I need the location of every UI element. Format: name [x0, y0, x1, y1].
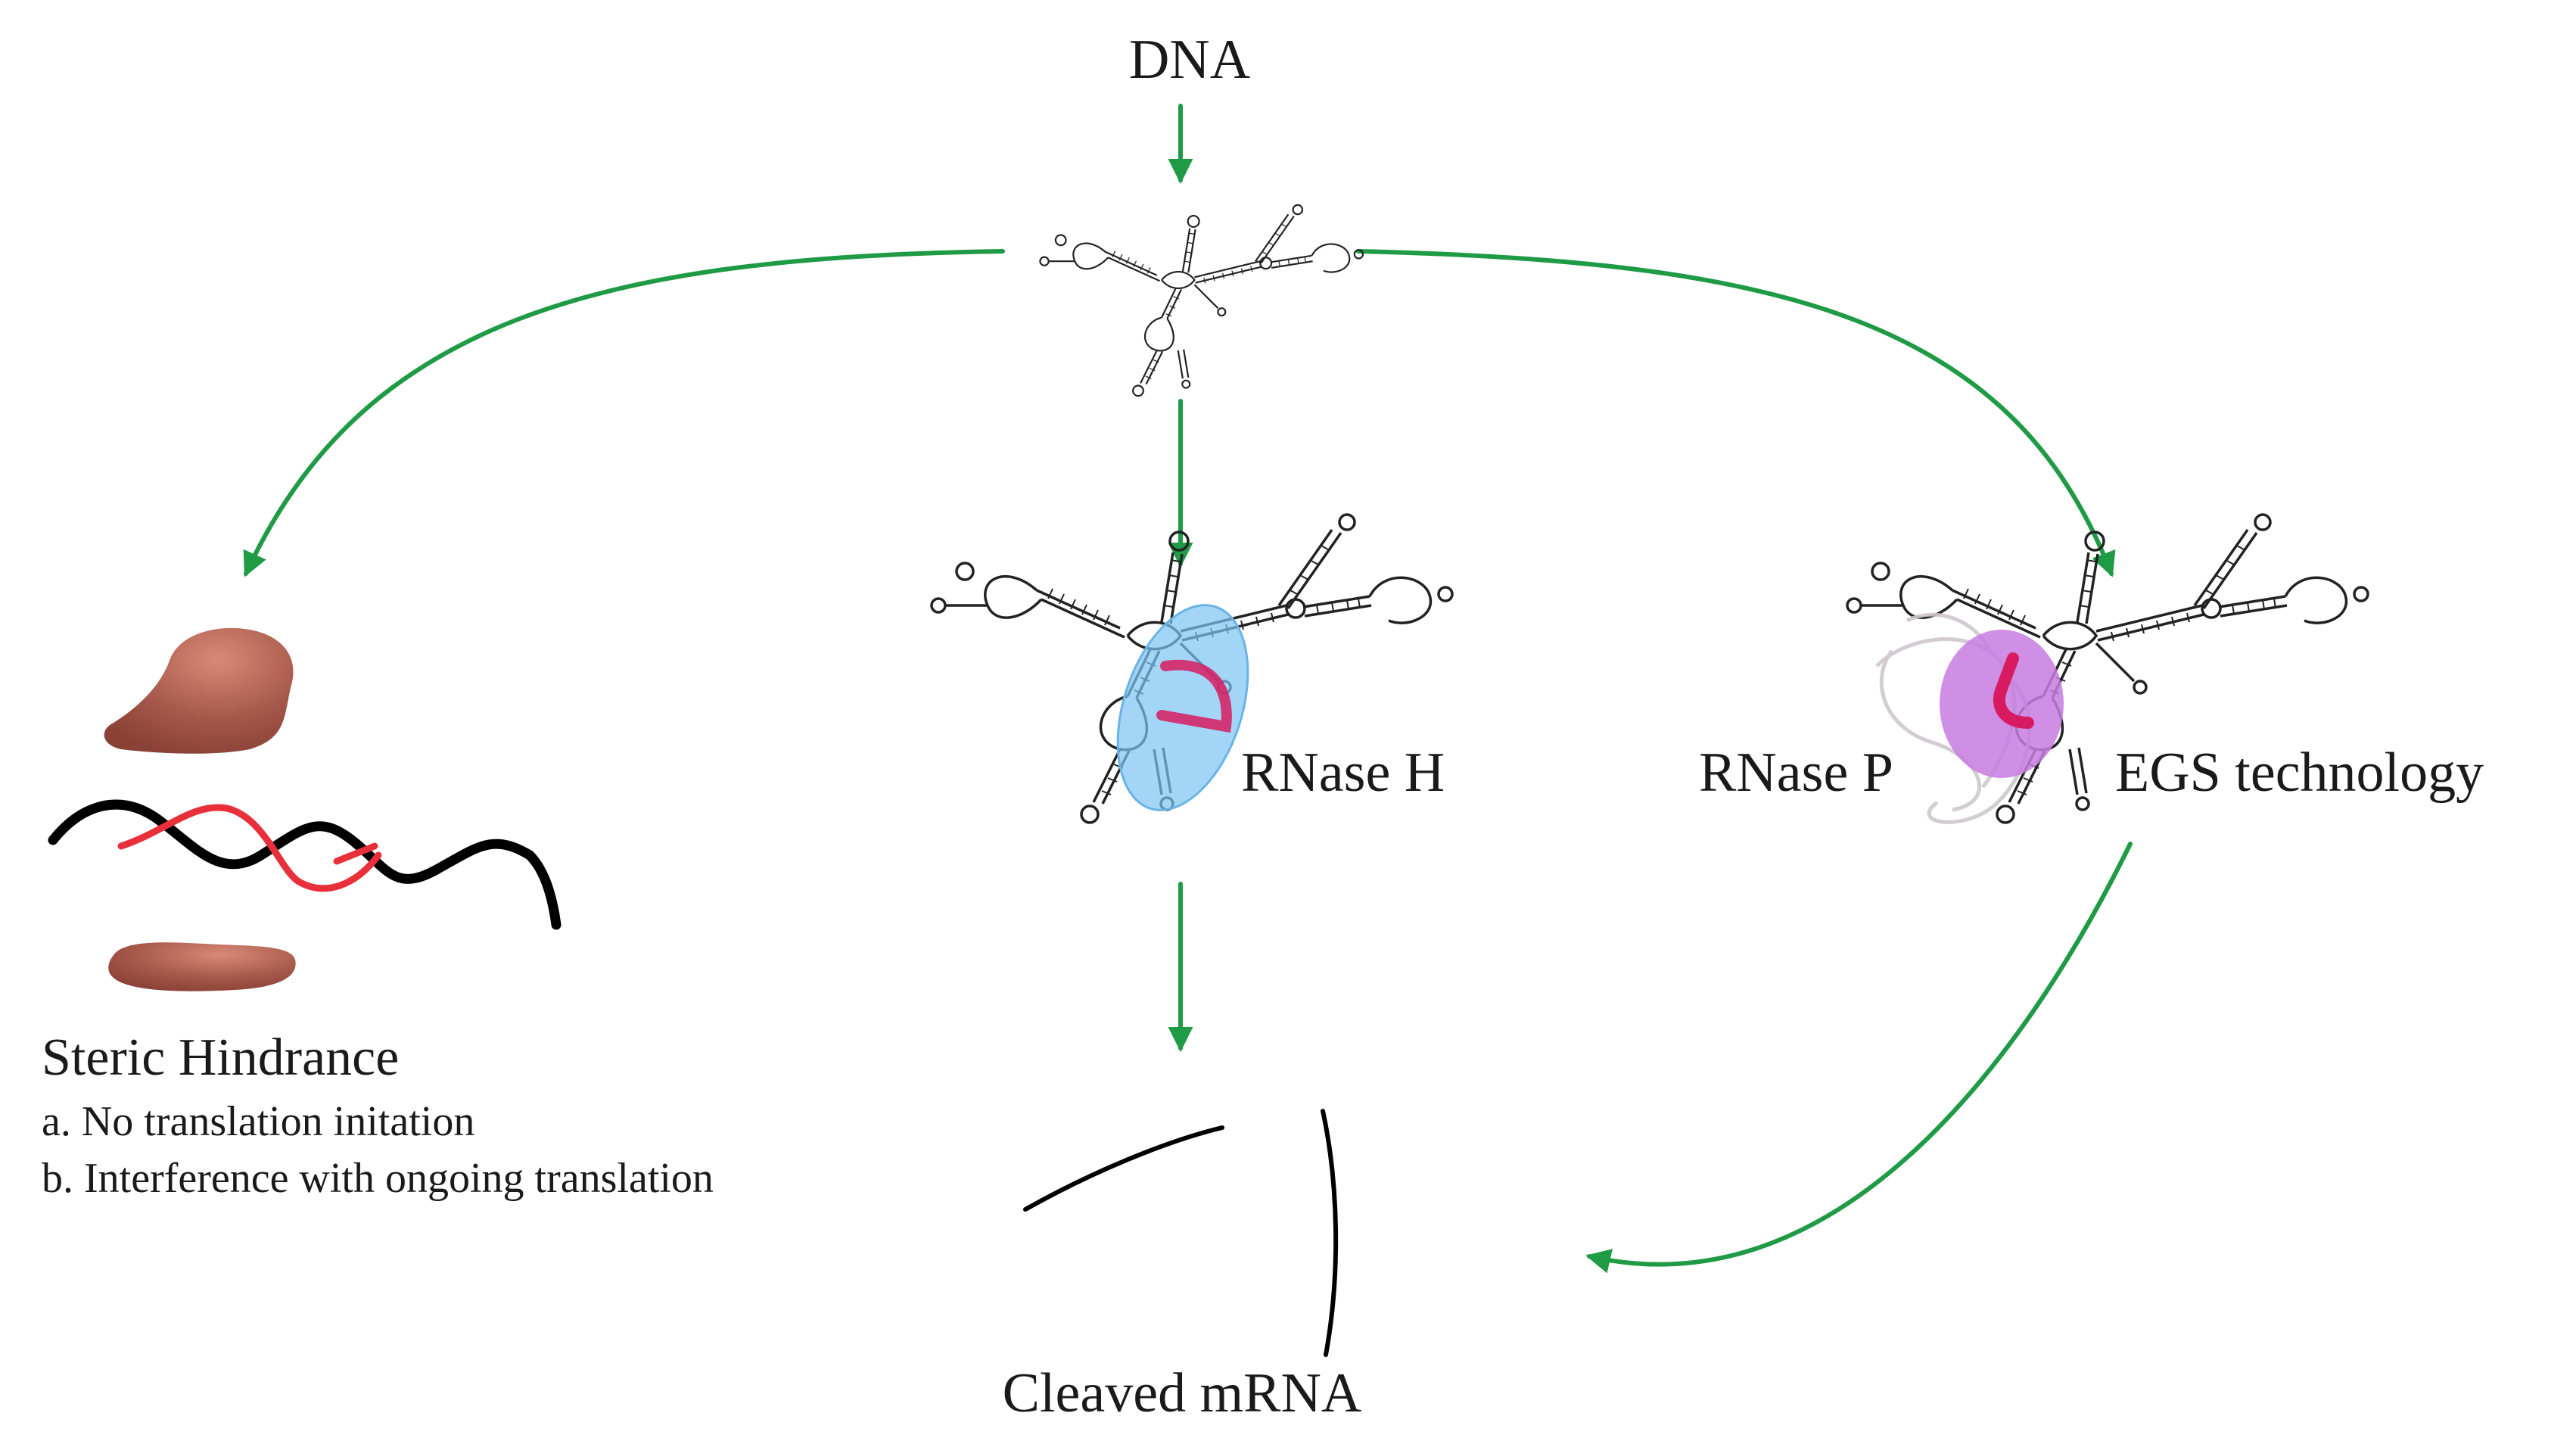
- mrna-strand-icon: [48, 799, 562, 930]
- steric-hindrance-illustration: [48, 627, 562, 991]
- arrow-oligo-to-steric: [243, 249, 1005, 577]
- steric-hindrance-title: Steric Hindrance: [42, 1029, 399, 1087]
- dna-label: DNA: [1129, 29, 1250, 91]
- steric-item-b: b. Interference with ongoing translation: [42, 1155, 714, 1202]
- arrow-egs-to-cleaved: [1585, 842, 2133, 1274]
- steric-item-a: a. No translation initation: [42, 1098, 474, 1145]
- egs-oligo-icon: [1993, 652, 2034, 729]
- rnase-p-complex-icon: [1846, 513, 2369, 824]
- egs-technology-label: EGS technology: [2115, 742, 2484, 804]
- cleaved-mrna-label: Cleaved mRNA: [1003, 1362, 1362, 1424]
- cleaved-mrna-fragment-right-icon: [1321, 1109, 1339, 1357]
- antisense-oligo-tail-icon: [333, 842, 378, 865]
- ribosome-large-subunit-icon: [104, 627, 294, 754]
- cleaved-mrna-fragment-left-icon: [1023, 1125, 1224, 1212]
- oligo-rna-structure-icon: [1039, 204, 1364, 397]
- rnase-h-label: RNase H: [1241, 742, 1445, 804]
- rnase-p-label: RNase P: [1699, 742, 1893, 804]
- ribosome-small-subunit-icon: [108, 942, 296, 991]
- arrow-oligo-to-egs: [1356, 249, 2116, 577]
- rnase-h-enzyme-icon: [1116, 604, 1249, 811]
- rnase-h-complex-icon: [930, 513, 1454, 824]
- rnase-h-oligo-icon: [1156, 659, 1232, 733]
- antisense-oligo-icon: [117, 804, 382, 892]
